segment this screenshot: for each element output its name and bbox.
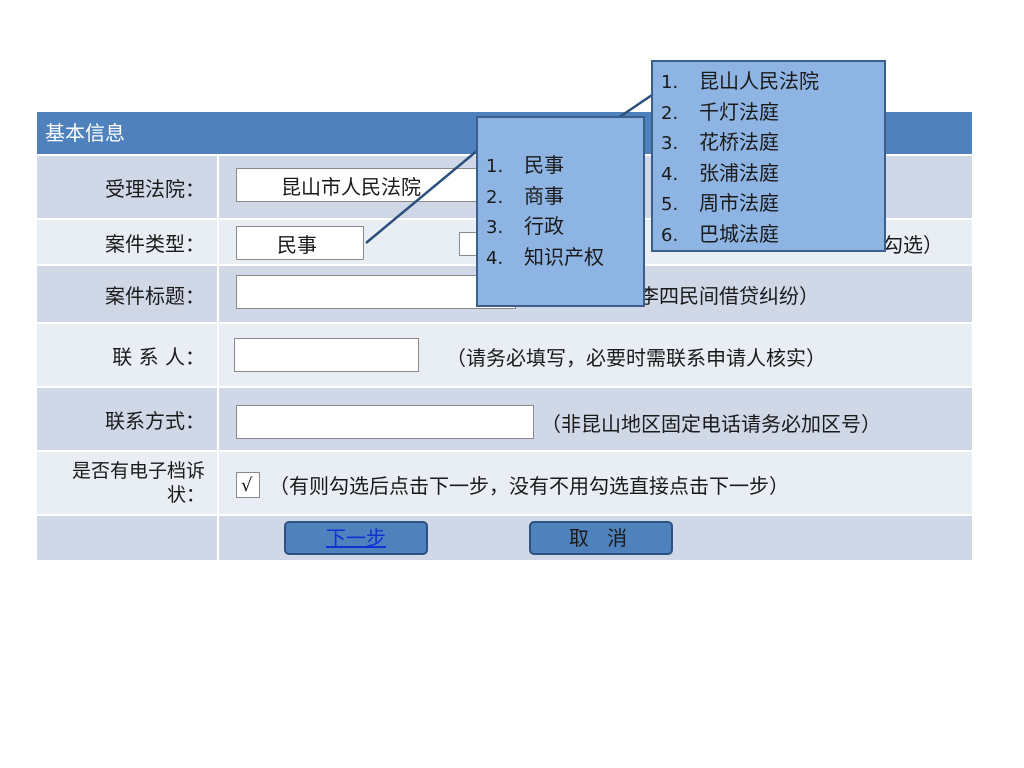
label-case-title: 案件标题： — [37, 266, 219, 322]
case-type-option[interactable]: 4.知识产权 — [486, 244, 604, 269]
label-contact-person: 联 系 人： — [37, 324, 219, 386]
court-option[interactable]: 1.昆山人民法院 — [661, 69, 819, 93]
contact-person-input[interactable] — [234, 338, 419, 372]
court-option[interactable]: 4.张浦法庭 — [661, 160, 779, 185]
contact-person-note: （请务必填写，必要时需联系申请人核实） — [446, 346, 826, 370]
cancel-button[interactable]: 取 消 — [529, 521, 673, 555]
court-option[interactable]: 2.千灯法庭 — [661, 99, 779, 124]
label-contact-method: 联系方式： — [37, 388, 219, 450]
case-type-options-list: 1.民事 2.商事 3.行政 4.知识产权 — [486, 150, 635, 272]
case-type-select[interactable]: 民事 — [236, 226, 364, 260]
row-contact-method: 联系方式： （非昆山地区固定电话请务必加区号） — [37, 386, 972, 450]
contact-method-input[interactable] — [236, 405, 534, 439]
court-options-list: 1.昆山人民法院 2.千灯法庭 3.花桥法庭 4.张浦法庭 5.周市法庭 6.巴… — [661, 66, 876, 249]
label-e-complaint: 是否有电子档诉状： — [37, 452, 219, 514]
label-case-type: 案件类型： — [37, 220, 219, 264]
row-e-complaint: 是否有电子档诉状： √ （有则勾选后点击下一步，没有不用勾选直接点击下一步） — [37, 450, 972, 514]
case-type-note: 勾选） — [883, 233, 943, 257]
e-complaint-checkbox[interactable]: √ — [236, 472, 260, 498]
court-option[interactable]: 5.周市法庭 — [661, 191, 779, 215]
case-type-options-callout: 1.民事 2.商事 3.行政 4.知识产权 — [476, 116, 645, 307]
label-empty — [37, 516, 219, 560]
court-options-callout: 1.昆山人民法院 2.千灯法庭 3.花桥法庭 4.张浦法庭 5.周市法庭 6.巴… — [651, 60, 886, 252]
next-step-button[interactable]: 下一步 — [284, 521, 428, 555]
case-title-input[interactable] — [236, 275, 516, 309]
court-option[interactable]: 6.巴城法庭 — [661, 221, 779, 246]
case-type-option[interactable]: 2.商事 — [486, 183, 564, 208]
court-option[interactable]: 3.花桥法庭 — [661, 130, 779, 154]
label-court: 受理法院： — [37, 156, 219, 218]
next-step-label: 下一步 — [326, 526, 386, 550]
row-contact-person: 联 系 人： （请务必填写，必要时需联系申请人核实） — [37, 322, 972, 386]
contact-method-note: （非昆山地区固定电话请务必加区号） — [541, 412, 881, 436]
case-type-option[interactable]: 3.行政 — [486, 214, 564, 238]
row-buttons: 下一步 取 消 — [37, 514, 972, 560]
e-complaint-note: （有则勾选后点击下一步，没有不用勾选直接点击下一步） — [269, 474, 789, 498]
case-title-note: 李四民间借贷纠纷） — [639, 284, 819, 308]
cancel-label: 取 消 — [568, 526, 634, 550]
case-type-option[interactable]: 1.民事 — [486, 153, 564, 177]
court-select[interactable]: 昆山市人民法院 — [236, 168, 478, 202]
